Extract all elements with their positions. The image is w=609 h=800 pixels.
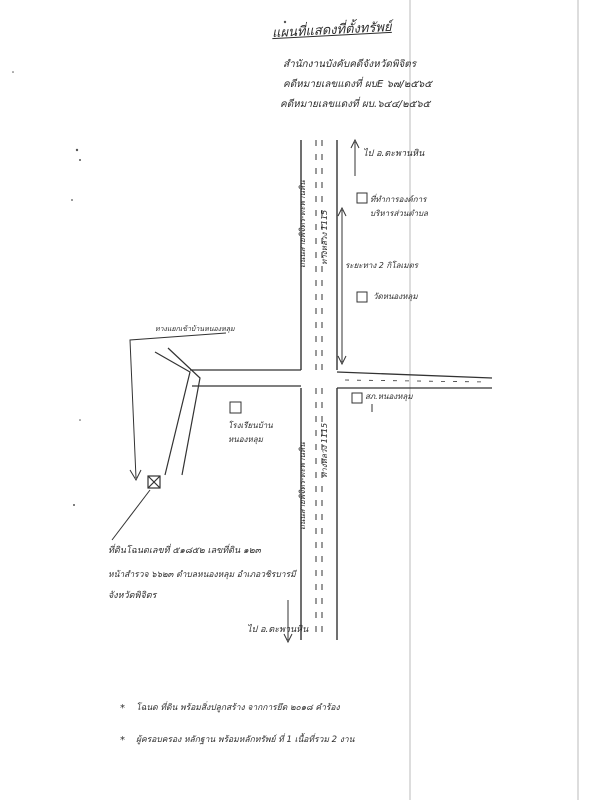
road-name-upper-right: ทางหลวง 1115 xyxy=(320,209,329,265)
side-road-label: ทางแยกเข้าบ้านหนองหลุม xyxy=(155,325,235,333)
property-note-line1: ที่ดินโฉนดเลขที่ ๕๑๘๕๒ เลขที่ดิน ๑๒๓ xyxy=(108,546,261,556)
road-name-lower-right: ทางหลวง 1115 xyxy=(320,422,329,478)
case-number-1: คดีหมายเลขแดงที่ ผบE ๖๗/๒๕๖๕ xyxy=(283,79,432,90)
case-number-2: คดีหมายเลขแดงที่ ผบ.๖๔๔/๒๕๖๕ xyxy=(280,99,431,110)
road-name-lower-left: ถนนสายพิจิตร-ตะพานหิน xyxy=(298,442,307,530)
footnote-1: โฉนด ที่ดิน พร้อมสิ่งปลูกสร้าง จากการยึด… xyxy=(136,703,340,713)
landmark-box-north xyxy=(356,192,368,204)
south-arrow xyxy=(283,600,293,644)
road-name-upper-left: ถนนสายพิจิตร-ตะพานหิน xyxy=(298,180,307,268)
distance-arrow xyxy=(337,206,347,366)
footnote-asterisk-1: * xyxy=(120,703,125,714)
to-south-label: ไป อ.ตะพานหิน xyxy=(247,625,309,635)
school-label: โรงเรียนบ้านหนองหลุม xyxy=(228,421,273,444)
cross-road xyxy=(190,369,493,389)
property-note-line3: จังหวัดพิจิตร xyxy=(108,591,157,601)
property-marker xyxy=(147,475,161,489)
to-north-label: ไป อ.ตะพานหิน xyxy=(363,149,425,159)
property-note-line2: หน้าสำรวจ ๖๖๒๓ ตำบลหนองหลุม อำเภอวชิรบาร… xyxy=(108,570,296,580)
footnote-2: ผู้ครอบครอง หลักฐาน พร้อมหลักทรัพย์ ที่ … xyxy=(136,735,355,745)
side-road xyxy=(154,347,201,476)
pointer-lines xyxy=(111,332,227,541)
office-line: สำนักงานบังคับคดีจังหวัดพิจิตร xyxy=(283,59,417,70)
temple-label: วัดหนองหลุม xyxy=(373,292,418,301)
landmark-box-temple xyxy=(356,291,368,303)
police-label: สภ.หนองหลุม xyxy=(365,392,413,401)
footnote-asterisk-2: * xyxy=(120,735,125,746)
landmark-box-school xyxy=(229,401,242,414)
landmark-box-police xyxy=(351,392,363,404)
landmark-north-label: ที่ทำการองค์การบริหารส่วนตำบล xyxy=(370,195,428,219)
distance-label: ระยะทาง 2 กิโลเมตร xyxy=(345,261,418,270)
scan-specks xyxy=(12,20,287,506)
north-arrow xyxy=(350,138,360,176)
main-road xyxy=(300,140,338,640)
